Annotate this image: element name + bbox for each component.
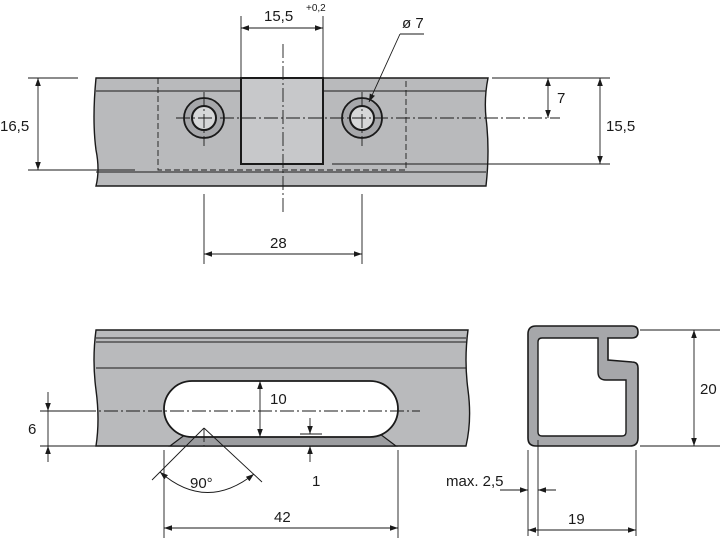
dim-slot-length: 42	[274, 509, 291, 526]
side-elongated-slot	[163, 380, 399, 438]
side-view: 10 6 90° 1 42	[28, 329, 471, 538]
angle-leg-left	[151, 427, 205, 481]
dim-left-height: 16,5	[0, 118, 29, 135]
dim-slot-tolerance: +0,2	[306, 3, 326, 14]
profile-inner	[537, 337, 627, 437]
dim-slot-offset: 6	[28, 421, 36, 438]
dim-angle: 90°	[190, 475, 213, 492]
dim-hole-spacing: 28	[270, 235, 287, 252]
dim-edge: 1	[312, 473, 320, 490]
top-hidden-bracket	[157, 78, 407, 171]
dim-profile-height: 20	[700, 381, 717, 398]
profile-section: 20 max. 2,5 19	[446, 325, 720, 536]
dim-right-height: 15,5	[606, 118, 635, 135]
dim-wall-thickness: max. 2,5	[446, 473, 504, 490]
dim-profile-width: 19	[568, 511, 585, 528]
dim-slot-height: 10	[270, 391, 287, 408]
top-view: 15,5 +0,2 ø 7 16,5 7 15,5 28	[0, 3, 635, 264]
dim-slot-width: 15,5	[264, 8, 293, 25]
dim-hole-diameter: ø 7	[402, 15, 424, 32]
dim-hole-offset: 7	[557, 90, 565, 107]
top-center-slot	[240, 77, 324, 165]
